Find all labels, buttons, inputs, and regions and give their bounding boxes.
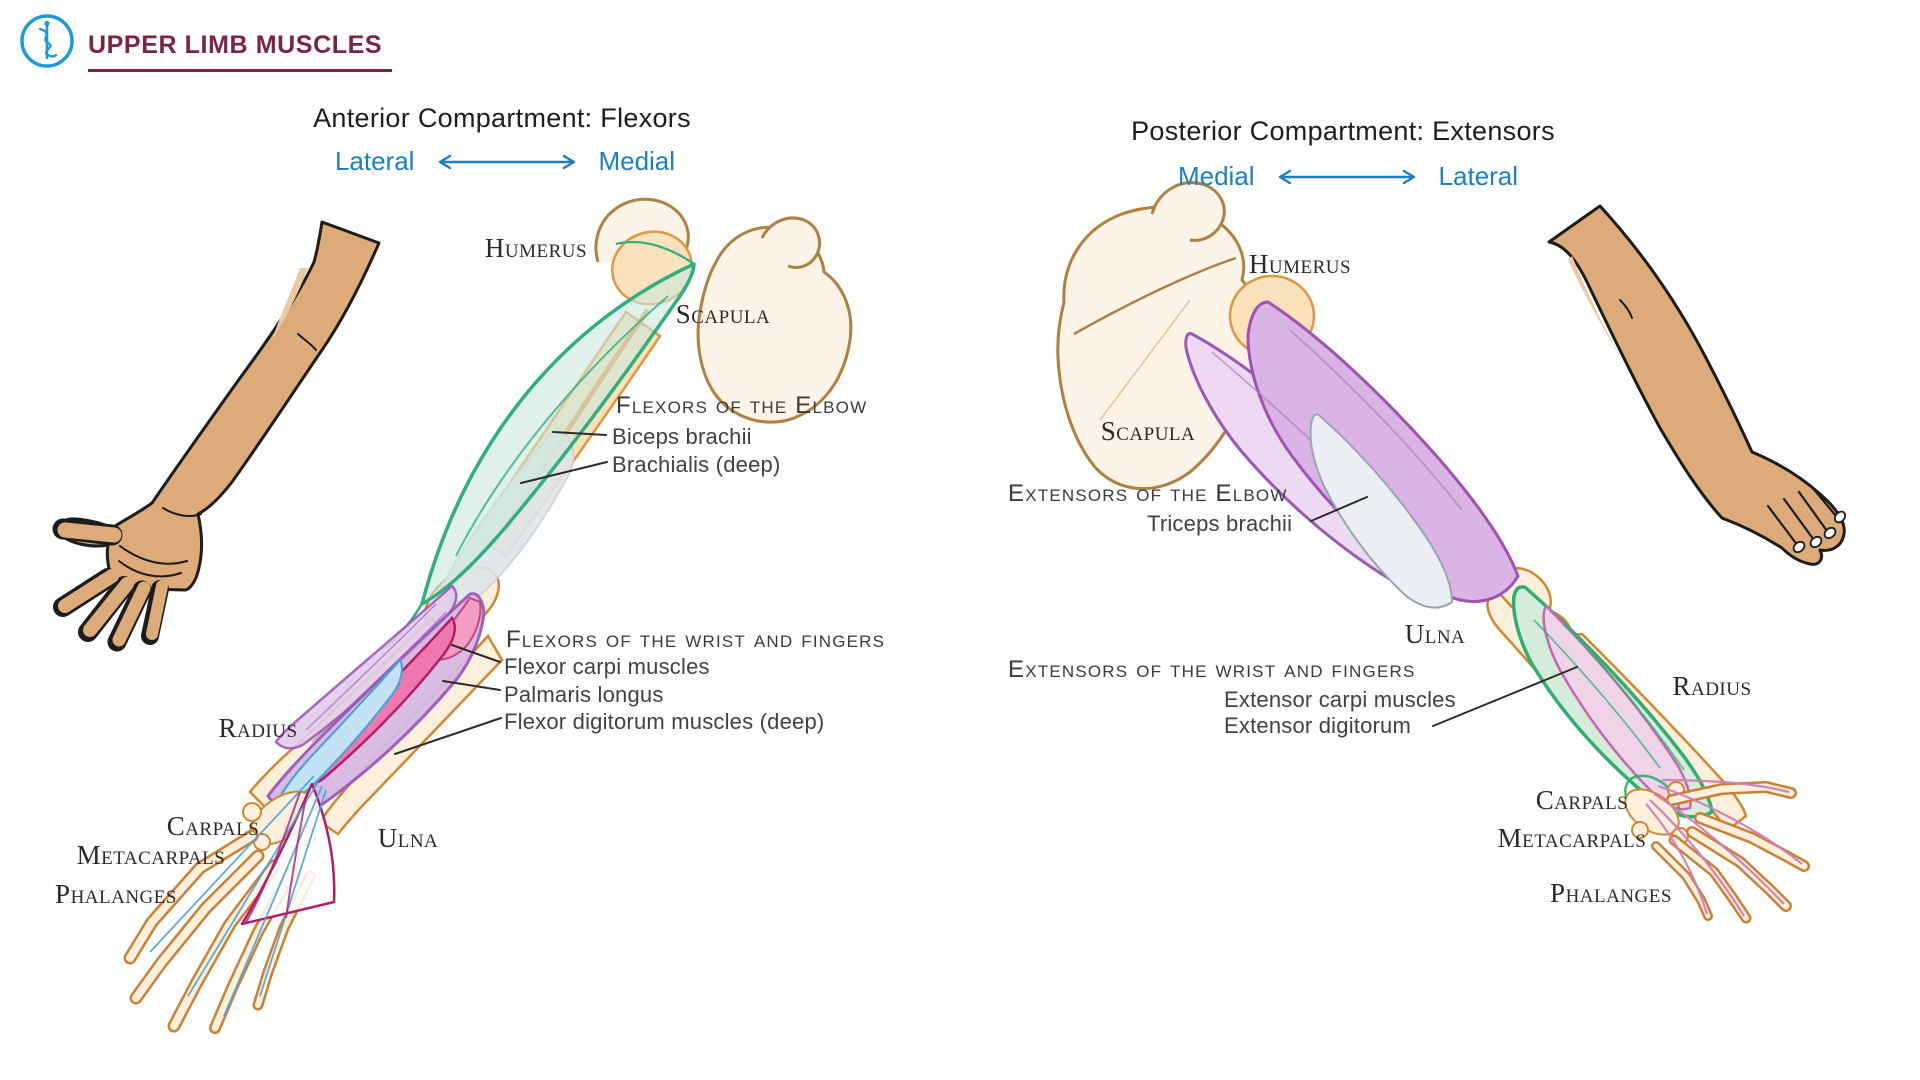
double-arrow-icon: [1278, 169, 1415, 184]
extensor-carpi-label: Extensor carpi muscles: [1224, 687, 1456, 712]
posterior-hand-skeleton: [1624, 778, 1810, 924]
triceps-striation-1: [1289, 329, 1463, 511]
anterior-direction-indicator: Lateral Medial: [335, 146, 675, 177]
palmar-aponeurosis-shape: [240, 782, 336, 926]
anterior-direction-right-label: Medial: [598, 146, 676, 176]
posterior-finger-separators: [1766, 485, 1838, 548]
posterior-panel-title: Posterior Compartment: Extensors: [1131, 116, 1555, 146]
flexor-digitorum-leader-line: [394, 717, 502, 755]
posterior-extensor-tendons-pink: [1645, 778, 1803, 917]
posterior-carpals-label: Carpals: [1535, 785, 1629, 815]
anterior-phalanges-label: Phalanges: [55, 879, 177, 909]
posterior-metacarpals-label: Metacarpals: [1497, 823, 1647, 853]
extensor-striation-2: [1563, 623, 1685, 771]
rod-of-asclepius-icon: [20, 14, 74, 68]
flexor-carpi-leader-line: [451, 644, 501, 663]
posterior-fingernails: [1792, 510, 1847, 554]
biceps-leader-line: [552, 431, 607, 436]
posterior-skin-crease: [1619, 299, 1633, 319]
anterior-hand-skeleton: [123, 775, 336, 1034]
anterior-ulna-label: Ulna: [377, 823, 439, 853]
posterior-skin-arm-outline: [1547, 204, 1846, 566]
posterior-skin-arm-illustration: [1547, 204, 1847, 566]
posterior-scapula-label: Scapula: [1100, 416, 1196, 446]
posterior-acromion-shape: [1150, 181, 1226, 242]
double-arrow-icon: [438, 154, 575, 169]
posterior-skin-highlight: [1568, 256, 1620, 356]
anterior-direction-left-label: Lateral: [334, 146, 415, 176]
posterior-ulna-label: Ulna: [1404, 619, 1466, 649]
anterior-humerus-label: Humerus: [484, 233, 588, 263]
posterior-phalanges-label: Phalanges: [1550, 878, 1672, 908]
biceps-brachii-shape: [420, 262, 696, 606]
anterior-elbow-group-heading: Flexors of the Elbow: [616, 392, 868, 419]
triceps-central-tendon: [1309, 413, 1454, 609]
brachialis-label: Brachialis (deep): [612, 452, 781, 477]
biceps-seam-line: [455, 295, 669, 557]
anterior-scapula-label: Scapula: [675, 299, 771, 329]
palmaris-longus-label: Palmaris longus: [504, 682, 664, 707]
posterior-direction-right-label: Lateral: [1438, 161, 1519, 191]
label-leader-lines: [394, 431, 1578, 755]
flexor-striation-2: [305, 603, 437, 731]
anterior-metacarpals-label: Metacarpals: [76, 840, 226, 870]
posterior-elbow-group-heading: Extensors of the Elbow: [1008, 480, 1288, 507]
posterior-direction-left-label: Medial: [1177, 161, 1255, 191]
biceps-long-head-tendon: [615, 240, 695, 265]
anterior-skin-highlight: [272, 268, 308, 340]
flexor-striation-1: [311, 611, 447, 743]
posterior-scapular-spine: [1073, 256, 1237, 336]
anterior-coracoid-shape: [760, 216, 821, 270]
anterior-skin-arm-illustration: [52, 220, 381, 652]
posterior-humerus-label: Humerus: [1248, 249, 1352, 279]
anterior-wrist-group-heading: Flexors of the wrist and fingers: [506, 626, 886, 653]
anterior-radius-label: Radius: [218, 713, 298, 743]
flexor-digitorum-label: Flexor digitorum muscles (deep): [504, 709, 825, 734]
posterior-scapula-inner-line: [1099, 299, 1191, 421]
posterior-arm-muscles: [1184, 300, 1714, 826]
posterior-carpal-bone: [1631, 821, 1649, 839]
brachialis-leader-line: [520, 461, 608, 484]
anterior-panel-title: Anterior Compartment: Flexors: [313, 103, 691, 133]
posterior-direction-indicator: Medial Lateral: [1178, 161, 1518, 192]
biceps-brachii-label: Biceps brachii: [612, 424, 752, 449]
palmaris-leader-line: [442, 680, 501, 691]
anterior-carpal-bone: [242, 802, 262, 822]
flexor-carpi-label: Flexor carpi muscles: [504, 654, 710, 679]
palm-flexor-tendons-blue: [149, 775, 327, 1017]
palm-tendons-magenta: [245, 791, 307, 923]
triceps-brachii-label: Triceps brachii: [1147, 511, 1293, 536]
extensor-digitorum-label: Extensor digitorum: [1224, 713, 1412, 738]
anterior-skin-fingers: [52, 518, 169, 652]
posterior-wrist-group-heading: Extensors of the wrist and fingers: [1008, 656, 1416, 683]
anterior-skin-arm-outline: [57, 220, 381, 592]
extensor-striation-1: [1533, 619, 1661, 769]
anterior-skin-creases: [118, 333, 317, 578]
page-title: UPPER LIMB MUSCLES: [88, 31, 393, 72]
posterior-radius-label: Radius: [1672, 671, 1752, 701]
extensor-digitorum-leader-line: [1432, 666, 1578, 727]
anterior-carpals-label: Carpals: [166, 811, 260, 841]
anterior-arm-muscles: [261, 240, 696, 817]
triceps-leader-line: [1310, 496, 1368, 522]
